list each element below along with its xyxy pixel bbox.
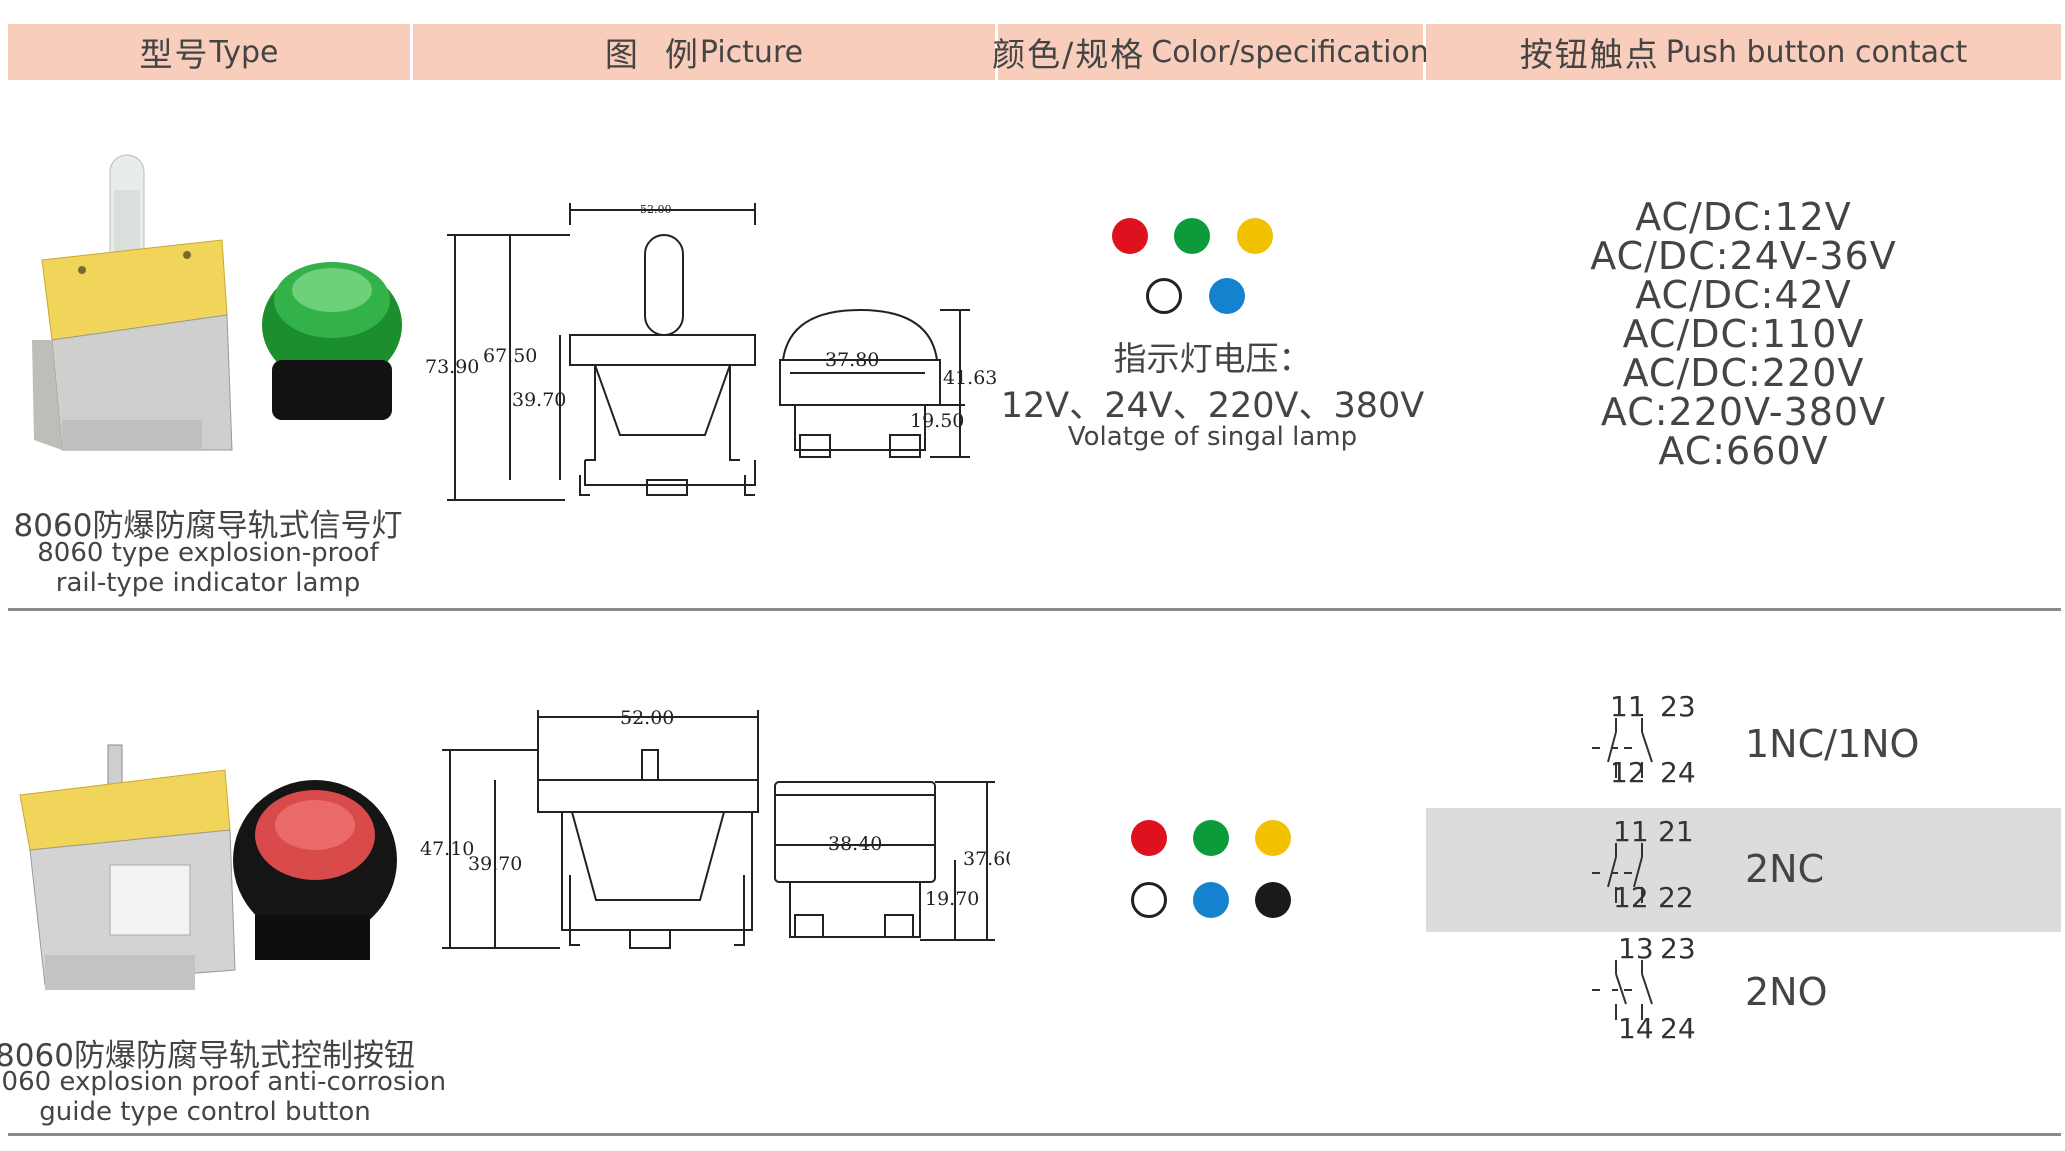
row1-dim-h1: 73.90 [425,356,479,378]
row2-dim-side-w: 38.40 [828,833,882,855]
terminal-top-right: 23 [1660,932,1696,965]
row1-color-red [1112,218,1148,254]
voltage-item: AC/DC:12V [1635,195,1852,239]
contact-symbol-icon [1592,960,1653,1020]
contact-label: 1NC/1NO [1745,722,1920,766]
row-divider [8,608,2061,611]
row2-product-photo [10,725,410,995]
row1-name-en2: rail-type indicator lamp [55,568,361,598]
row1-dim-h3: 39.70 [512,389,566,411]
row2-name-en2: guide type control button [39,1097,371,1127]
header-type-zh: 型号 [139,35,210,74]
row1-product-photo [22,150,412,460]
voltage-item: AC/DC:220V [1622,351,1865,395]
row2-color-red [1131,820,1167,856]
contact-2no: 13 23 14 24 2NO [1580,932,2060,1050]
terminal-bottom-left: 14 [1618,1012,1654,1045]
terminal-top-right: 21 [1658,815,1694,848]
row2-dimension-drawing: 52.00 47.10 39.70 38.40 37.60 19.70 [420,700,1017,980]
row1-voltage-list: AC/DC:12V AC/DC:24V-36V AC/DC:42V AC/DC:… [1426,198,2061,471]
row1-name-en1: 8060 type explosion-proof [37,538,379,568]
row1-dim-side-h2: 19.50 [910,410,964,432]
row2-dim-width: 52.00 [620,707,674,729]
row1-dim-h2: 67.50 [483,345,537,367]
contact-2nc: 11 21 12 22 2NC [1580,815,2060,925]
header-picture-en: Picture [699,34,804,70]
terminal-bottom-right: 24 [1660,756,1696,789]
row1-spec-values: 12V、24V、220V、380V [1000,386,1425,426]
header-picture-zh: 图 例 [604,35,700,74]
row1-dimension-drawing: 52.00 73.90 67.50 39.70 37.80 41.63 19.5… [425,195,1005,510]
terminal-top-left: 11 [1610,690,1646,723]
row1-dim-side-h: 41.63 [943,367,997,389]
contact-2nc-highlight [1426,808,2061,932]
row1-color-blue [1209,278,1245,314]
contact-label: 2NO [1745,970,1828,1014]
row1-color-green [1174,218,1210,254]
voltage-item: AC/DC:42V [1635,273,1852,317]
terminal-bottom-right: 24 [1660,1012,1696,1045]
header-color: 颜色/规格 Color/specification [992,24,1429,80]
voltage-item: AC/DC:24V-36V [1590,234,1897,278]
voltage-item: AC/DC:110V [1622,312,1865,356]
contact-symbol-icon [1592,843,1643,903]
header-color-zh: 颜色/规格 [992,35,1146,74]
terminal-top-right: 23 [1660,690,1696,723]
row1-dim-side-w: 37.80 [825,349,879,371]
voltage-item: AC:220V-380V [1600,390,1887,434]
row2-color-yellow [1255,820,1291,856]
row1-spec-title: 指示灯电压： [1113,339,1312,378]
terminal-bottom-right: 22 [1658,881,1694,914]
row2-color-black [1255,882,1291,918]
row2-color-green [1193,820,1229,856]
terminal-top-left: 11 [1613,815,1649,848]
voltage-item: AC:660V [1658,429,1829,473]
row1-name-zh: 8060防爆防腐导轨式信号灯 [13,508,403,544]
row1-color-white [1146,278,1182,314]
row1-dim-width: 52.00 [640,203,672,216]
header-color-en: Color/specification [1151,34,1429,70]
terminal-bottom-left: 12 [1610,756,1646,789]
terminal-bottom-left: 12 [1613,881,1649,914]
header-type-en: Type [209,34,279,70]
contact-1nc1no: 11 23 12 24 1NC/1NO [1580,690,2060,800]
header-contact: 按钮触点 Push button contact [1426,24,2061,80]
header-picture: 图 例 Picture [413,24,995,80]
header-type: 型号 Type [8,24,410,80]
header-contact-zh: 按钮触点 [1519,35,1660,74]
row2-color-blue [1193,882,1229,918]
row1-spec-en: Volatge of singal lamp [1067,422,1358,452]
header-contact-en: Push button contact [1665,34,1968,70]
row2-name-en1: 8060 explosion proof anti-corrosion [0,1067,447,1097]
row-divider [8,1133,2061,1136]
row2-color-white [1131,882,1167,918]
contact-symbol-icon [1592,718,1653,778]
row1-color-yellow [1237,218,1273,254]
row2-dim-h2: 39.70 [468,853,522,875]
terminal-top-left: 13 [1618,932,1654,965]
row2-dim-h1: 47.10 [420,838,474,860]
contact-label: 2NC [1745,847,1825,891]
row2-dim-side-h: 37.60 [963,848,1010,870]
row2-name-zh: 8060防爆防腐导轨式控制按钮 [0,1038,415,1074]
row2-dim-side-h2: 19.70 [925,888,979,910]
